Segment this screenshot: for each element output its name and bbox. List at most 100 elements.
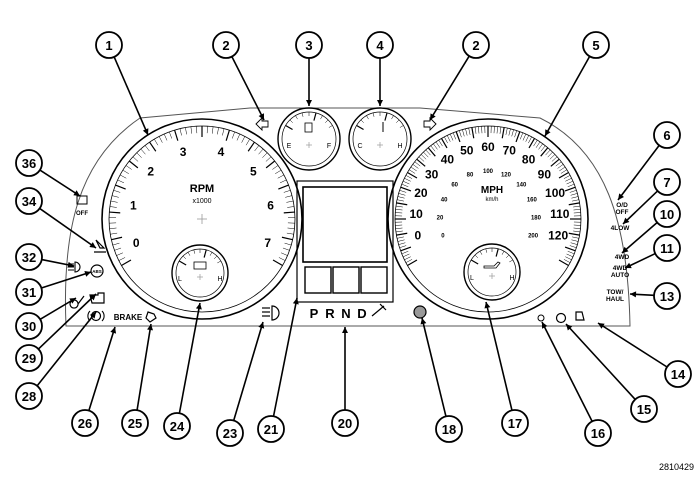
callout-number: 6 [663, 128, 670, 143]
cruise-indicator-icon [538, 315, 544, 321]
speedo-tick [396, 203, 407, 205]
tach-tick [164, 134, 167, 140]
tach-tick [150, 142, 156, 151]
speedo-mph-number: 100 [545, 186, 565, 200]
speedo-tick [539, 144, 543, 150]
callout-number: 17 [508, 416, 522, 431]
speedo-tick [520, 133, 523, 139]
gear-selector: P R N D [310, 306, 367, 321]
tach-tick [191, 127, 192, 134]
tach-unit: x1000 [192, 198, 211, 205]
callout-4: 4 [367, 32, 393, 58]
tach-tick [110, 228, 117, 229]
speedo-tick [570, 246, 577, 248]
leader-line [566, 324, 635, 399]
battery-high-label: H [217, 276, 222, 283]
speedo-tick [541, 146, 545, 152]
speedo-tick [406, 259, 412, 262]
speedo-tick [413, 164, 419, 168]
tach-tick [121, 260, 131, 266]
tach-tick [141, 149, 146, 154]
tach-tick [111, 201, 118, 202]
battery-low-label: L [178, 276, 182, 283]
leader-arrowhead [630, 291, 636, 297]
callout-17: 17 [502, 410, 528, 436]
left-turn-signal-icon [256, 118, 268, 130]
callout-number: 2 [472, 38, 479, 53]
tach-tick [278, 175, 284, 178]
speedo-tick [397, 200, 404, 201]
speedo-kmh-number: 0 [441, 234, 445, 240]
speedo-kmh-number: 80 [467, 173, 474, 179]
callout-number: 36 [22, 156, 36, 171]
tach-number: 2 [147, 165, 154, 179]
callout-24: 24 [164, 413, 190, 439]
tach-tick [110, 233, 117, 234]
tach-tick [109, 212, 120, 213]
callout-10: 10 [654, 201, 680, 227]
speedo-tick [415, 162, 421, 166]
speedo-tick [444, 137, 447, 143]
tach-tick [123, 170, 129, 174]
speedo-tick [558, 164, 564, 168]
speedo-tick [433, 144, 437, 150]
speedo-tick [556, 162, 562, 166]
speedo-tick [404, 257, 410, 260]
speedo-mph-number: 40 [441, 153, 455, 167]
figure-id: 2810429 [659, 462, 694, 472]
gear-park: P [310, 306, 319, 321]
speedo-tick [447, 135, 450, 141]
four-low-label: 4LOW [611, 225, 631, 232]
tach-tick [288, 228, 295, 229]
speedo-tick [574, 209, 581, 210]
tach-tick [119, 257, 125, 260]
speedo-tick [396, 228, 403, 229]
tach-tick [115, 185, 125, 189]
callout-number: 23 [223, 426, 237, 441]
speedo-mph-number: 110 [550, 207, 570, 221]
speedo-tick [401, 247, 411, 251]
wrench-icon [372, 304, 386, 316]
gear-reverse: R [325, 306, 335, 321]
callout-number: 24 [170, 419, 185, 434]
speedo-mph-number: 10 [410, 207, 424, 221]
tach-tick [226, 130, 229, 141]
tach-tick [279, 257, 285, 260]
speedo-tick [502, 127, 504, 138]
callout-1: 1 [96, 32, 122, 58]
tach-number: 3 [180, 145, 187, 159]
speedo-tick [506, 128, 507, 135]
tach-tick [222, 129, 224, 136]
speedo-tick [571, 193, 578, 195]
esc-off-indicator: OFF [76, 196, 88, 217]
leader-lines [37, 56, 667, 421]
speedo-mph-number: 30 [425, 167, 439, 181]
tach-tick [154, 139, 158, 145]
speedo-mph-number: 60 [481, 140, 495, 154]
esc-off-label: OFF [76, 211, 88, 217]
callout-34: 34 [16, 188, 42, 214]
tach-tick [284, 212, 295, 213]
callout-number: 10 [660, 207, 674, 222]
callout-25: 25 [122, 410, 148, 436]
callout-number: 16 [591, 426, 605, 441]
battery-gauge: L H [172, 245, 228, 301]
tach-tick [255, 145, 259, 151]
leader-arrowhead [377, 100, 383, 106]
door-ajar-icon [576, 312, 584, 320]
speedo-tick [550, 154, 555, 159]
speedo-tick [574, 228, 581, 229]
callout-2: 2 [213, 32, 239, 58]
speedo-tick [398, 240, 405, 242]
tach-tick [175, 130, 178, 141]
leader-arrowhead [306, 100, 312, 106]
speedo-kmh-number: 40 [441, 198, 448, 204]
callout-number: 20 [338, 416, 352, 431]
tach-tick [266, 157, 271, 162]
trailer-brake-icon [557, 314, 566, 323]
temp-cold-label: C [357, 143, 362, 150]
callout-18: 18 [436, 416, 462, 442]
speedo-tick [573, 206, 580, 207]
leader-line [89, 327, 115, 411]
